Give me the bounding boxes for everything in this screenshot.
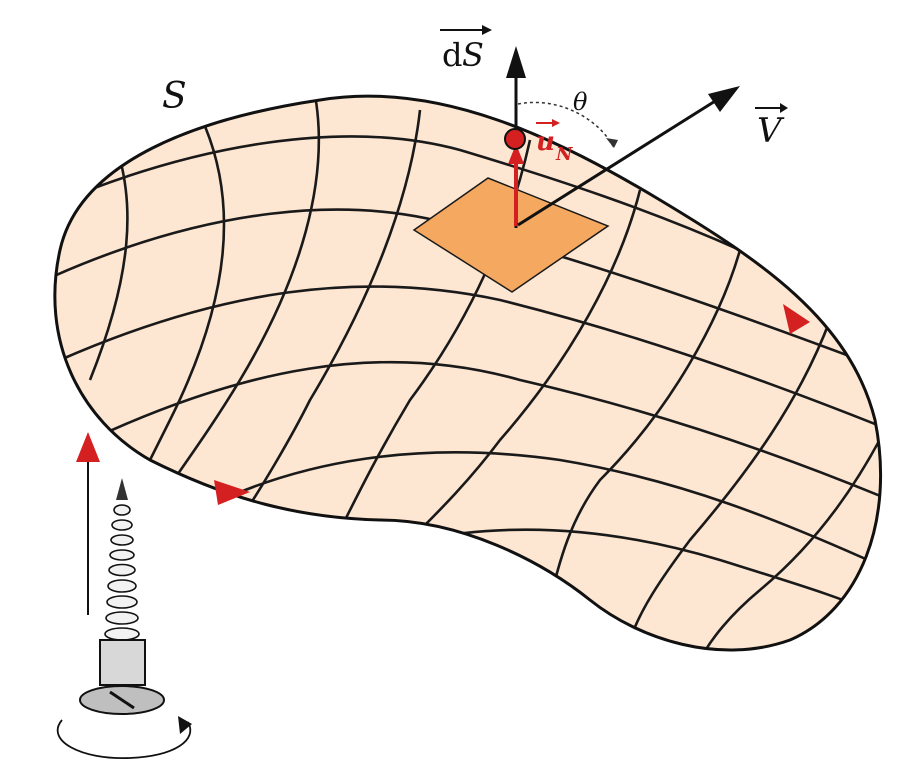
dS-arrowhead: [506, 46, 526, 78]
dS-label: d S: [440, 25, 492, 74]
surface-outline: [53, 94, 883, 652]
surface-body: [54, 96, 881, 651]
normal-base-point: [504, 128, 526, 150]
unit-normal-label: u N: [536, 119, 574, 165]
theta-arc-tick: [606, 138, 618, 148]
unit-normal-arrowhead: [508, 144, 524, 164]
surface-label: S: [162, 76, 187, 117]
v-label: V: [755, 103, 788, 151]
svg-text:S: S: [462, 36, 484, 74]
boundary-arrow-right: [783, 304, 810, 334]
screw-illustration: [56, 432, 192, 759]
svg-text:d: d: [442, 36, 462, 74]
svg-text:V: V: [757, 111, 785, 151]
v-arrowhead: [708, 86, 740, 112]
svg-text:u: u: [536, 127, 555, 157]
angle-theta-label: θ: [573, 88, 588, 116]
boundary-arrow-bottom: [214, 480, 250, 505]
v-arrow-shaft: [517, 96, 721, 227]
svg-text:N: N: [555, 144, 574, 165]
surface-element-patch: [412, 177, 610, 293]
